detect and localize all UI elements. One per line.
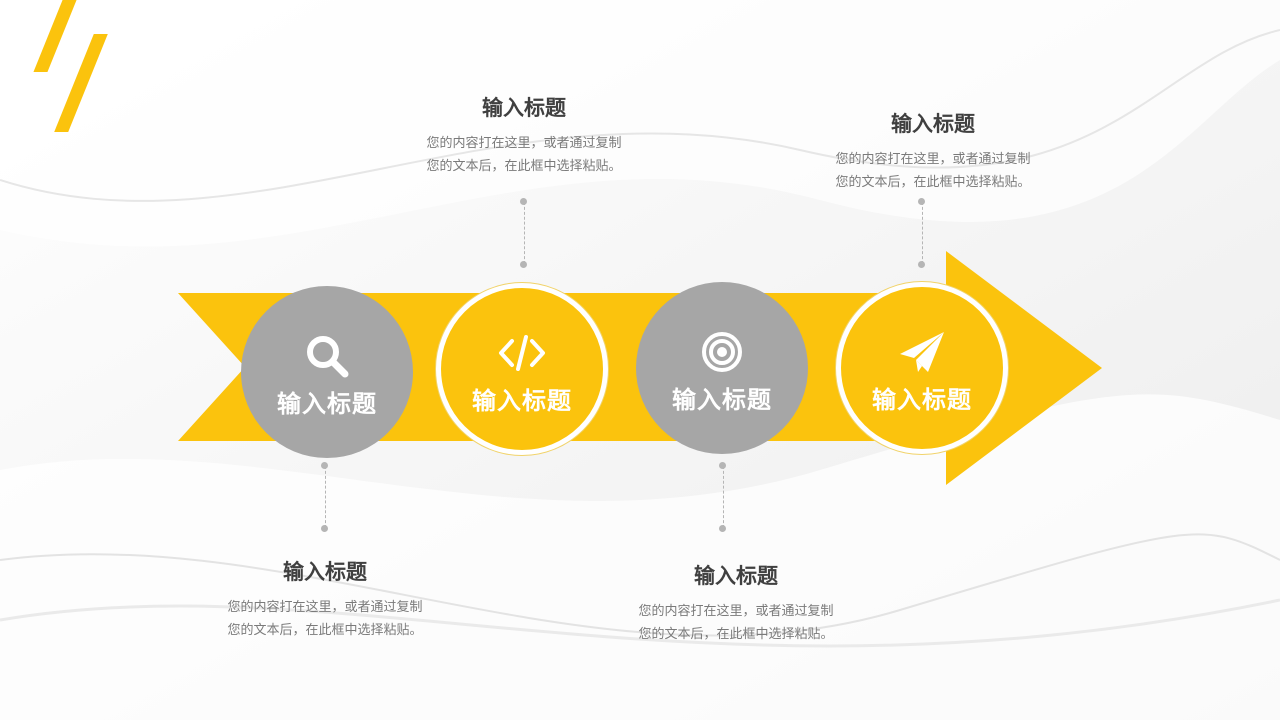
callout-desc: 您的内容打在这里，或者通过复制 您的文本后，在此框中选择粘贴。: [638, 604, 834, 642]
step-circle-1: 输入标题: [241, 286, 413, 458]
connector-dot: [918, 198, 925, 205]
step-circle-3: 输入标题: [636, 282, 808, 454]
callout-title: 输入标题: [283, 560, 367, 584]
callout-title: 输入标题: [694, 564, 778, 588]
connector-dot: [520, 198, 527, 205]
connector-top-1: [524, 202, 525, 264]
connector-dot: [520, 261, 527, 268]
callout-bottom-2: 输入标题 您的内容打在这里，或者通过复制 您的文本后，在此框中选择粘贴。: [616, 560, 856, 646]
step-circle-2: 输入标题: [436, 283, 608, 455]
search-icon: [307, 335, 349, 377]
connector-top-2: [922, 202, 923, 264]
step-circle-4: 输入标题: [836, 282, 1008, 454]
callout-title: 输入标题: [891, 112, 975, 136]
callout-desc: 您的内容打在这里，或者通过复制 您的文本后，在此框中选择粘贴。: [835, 152, 1031, 190]
connector-bottom-2: [723, 466, 724, 528]
callout-top-2: 输入标题 您的内容打在这里，或者通过复制 您的文本后，在此框中选择粘贴。: [813, 108, 1053, 194]
callout-desc: 您的内容打在这里，或者通过复制 您的文本后，在此框中选择粘贴。: [227, 600, 423, 638]
connector-bottom-1: [325, 466, 326, 528]
paper-plane-icon: [900, 331, 944, 372]
connector-dot: [321, 525, 328, 532]
code-icon: [499, 334, 545, 371]
connector-dot: [719, 462, 726, 469]
callout-bottom-1: 输入标题 您的内容打在这里，或者通过复制 您的文本后，在此框中选择粘贴。: [205, 556, 445, 642]
step-title: 输入标题: [872, 385, 972, 414]
connector-dot: [719, 525, 726, 532]
connector-dot: [321, 462, 328, 469]
target-icon: [702, 331, 742, 372]
connector-dot: [918, 261, 925, 268]
step-title: 输入标题: [472, 386, 572, 415]
callout-top-1: 输入标题 您的内容打在这里，或者通过复制 您的文本后，在此框中选择粘贴。: [404, 92, 644, 178]
callout-title: 输入标题: [482, 96, 566, 120]
step-title: 输入标题: [277, 389, 377, 418]
callout-desc: 您的内容打在这里，或者通过复制 您的文本后，在此框中选择粘贴。: [426, 136, 622, 174]
step-title: 输入标题: [672, 385, 772, 414]
